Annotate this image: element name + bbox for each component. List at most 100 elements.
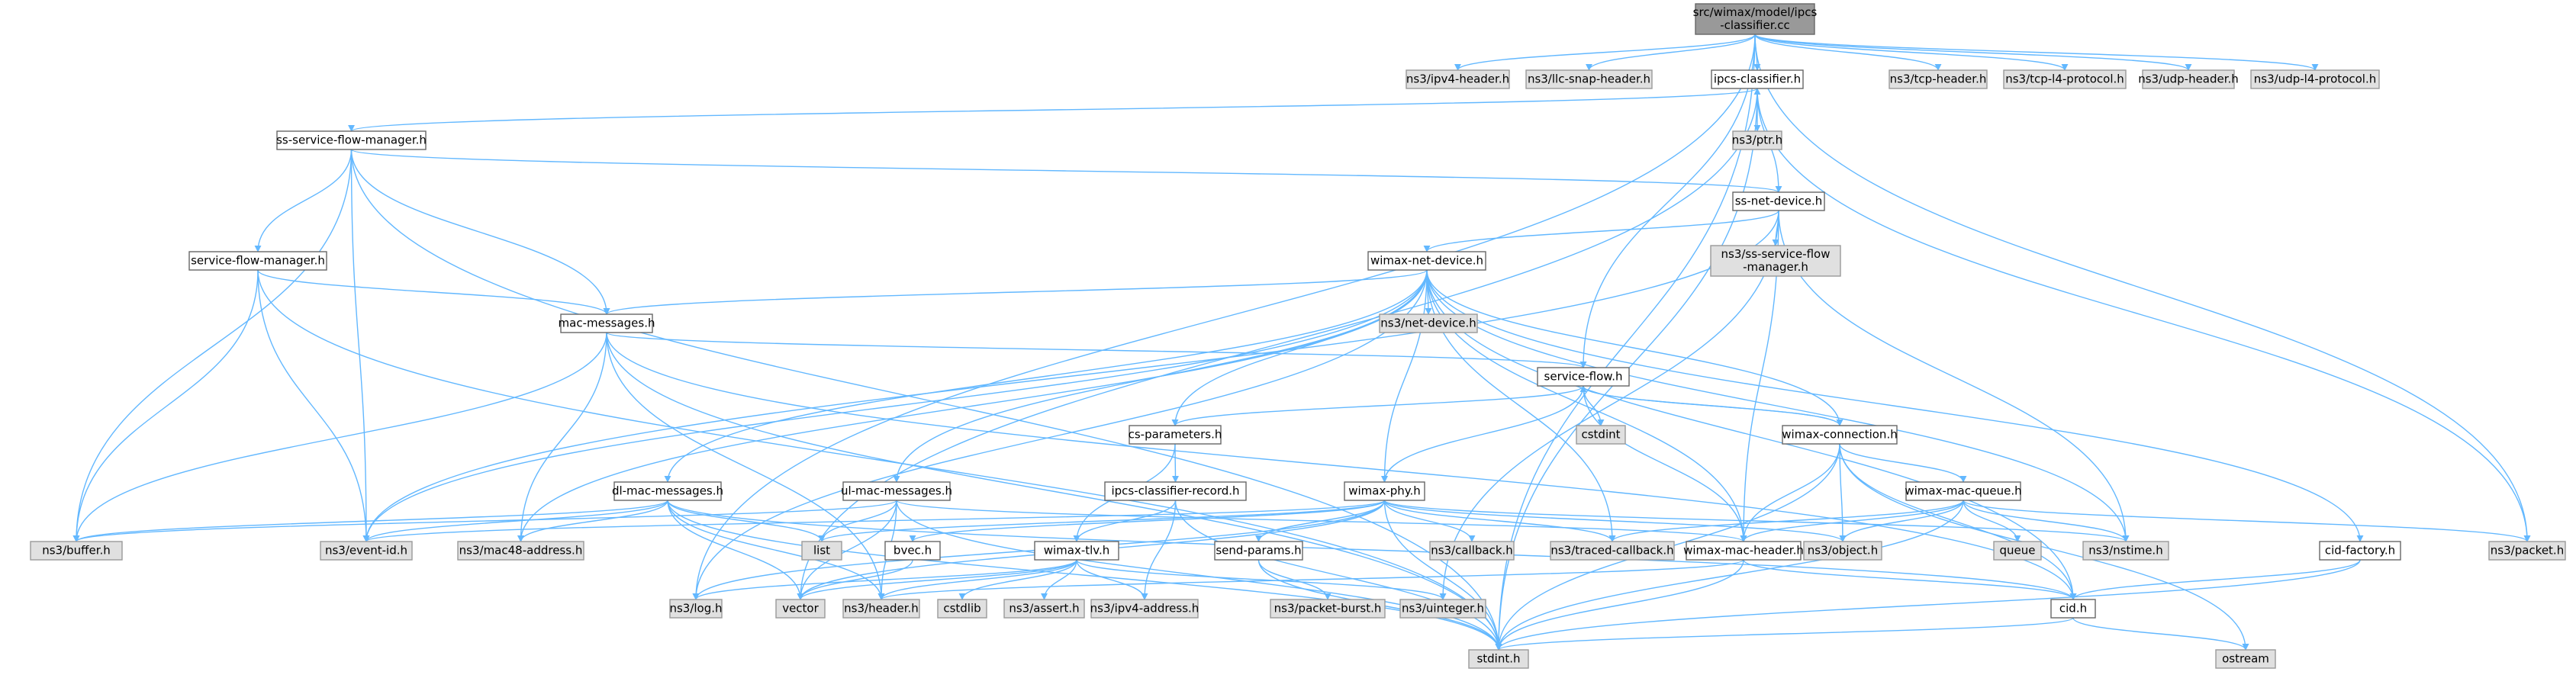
edge-wimaxtlv-to-log (692, 559, 1077, 600)
edge-macmsg-to-stdint (606, 332, 1502, 651)
node-box (1550, 541, 1675, 561)
node-ssnet[interactable]: ss-net-device.h (1732, 191, 1825, 211)
edge-wimaxconn-to-ostream (1839, 443, 2249, 651)
edge-ipcsrec-to-wimaxtlv (1073, 500, 1177, 542)
edge-root-to-log (692, 34, 1756, 600)
edge-cidfactory-to-stdint (1495, 559, 2361, 651)
node-wimaxtlv[interactable]: wimax-tlv.h (1034, 541, 1119, 561)
edge-sflowmgr-to-macmsg (257, 269, 610, 315)
node-wimaxconn[interactable]: wimax-connection.h (1782, 425, 1898, 445)
edge-wimaxnet-to-wimaxconn (1426, 269, 1843, 426)
node-box (2082, 541, 2169, 561)
node-label: ns3/ptr.h (1732, 133, 1782, 147)
node-box (1782, 425, 1898, 445)
edge-wimaxphy-to-traced (1383, 500, 1616, 542)
node-label: vector (782, 602, 819, 616)
node-label: cstdlib (943, 602, 980, 616)
node-dlmac[interactable]: dl-mac-messages.h (612, 481, 723, 501)
node-label: ns3/udp-header.h (2138, 72, 2239, 86)
edge-cid-to-ostream (2072, 617, 2249, 651)
edge-dlmac-to-vector (667, 500, 804, 600)
node-label: cs-parameters.h (1129, 428, 1222, 442)
node-wimaxphy[interactable]: wimax-phy.h (1344, 481, 1425, 501)
node-buffer: ns3/buffer.h (30, 541, 123, 561)
node-label: ipcs-classifier-record.h (1111, 484, 1239, 498)
edge-ipcsrec-to-stdint (1174, 500, 1502, 651)
node-label: mac-messages.h (559, 317, 655, 330)
node-box (1710, 245, 1841, 277)
node-box (1003, 599, 1085, 619)
node-ulmac[interactable]: ul-mac-messages.h (841, 481, 952, 501)
node-llcsnap: ns3/llc-snap-header.h (1525, 69, 1653, 89)
node-box (1686, 541, 1802, 561)
node-list: list (801, 541, 842, 561)
edge-wimaxphy-to-object (1383, 500, 1847, 542)
node-label: ns3/buffer.h (42, 544, 111, 558)
node-ns3ssflow: ns3/ss-service-flow-manager.h (1710, 245, 1841, 277)
node-ipv4hdr: ns3/ipv4-header.h (1406, 69, 1510, 89)
edge-ssflow-to-buffer (72, 149, 353, 542)
node-box (1905, 481, 2021, 501)
node-udpl4: ns3/udp-l4-protocol.h (2250, 69, 2380, 89)
node-box (320, 541, 413, 561)
node-ipcsrec[interactable]: ipcs-classifier-record.h (1104, 481, 1247, 501)
node-sflowmgr[interactable]: service-flow-manager.h (188, 251, 327, 271)
node-box (1576, 425, 1626, 445)
edge-root-to-udpl4 (1754, 34, 2319, 71)
node-uinteger: ns3/uinteger.h (1399, 599, 1486, 619)
node-wimaxq[interactable]: wimax-mac-queue.h (1905, 481, 2022, 501)
edge-wimaxnet-to-log (692, 269, 1428, 600)
node-box (1695, 3, 1815, 35)
node-label: ns3/traced-callback.h (1550, 544, 1673, 558)
node-box (1034, 541, 1119, 561)
edge-wimaxq-to-wimaxmachdr (1740, 500, 1964, 542)
node-box (30, 541, 123, 561)
node-label: ns3/net-device.h (1380, 317, 1476, 330)
edge-wimaxtlv-to-ipv4addr (1076, 559, 1148, 600)
node-box (1525, 69, 1653, 89)
node-box (1468, 649, 1529, 669)
node-callback: ns3/callback.h (1429, 541, 1515, 561)
node-ipv4addr: ns3/ipv4-address.h (1090, 599, 1199, 619)
node-ssflow[interactable]: ss-service-flow-manager.h (276, 130, 427, 150)
node-label: wimax-mac-header.h (1683, 544, 1804, 558)
node-cidfactory[interactable]: cid-factory.h (2319, 541, 2401, 561)
edge-ipcsclass-to-packet (1757, 88, 2531, 542)
node-sendparams[interactable]: send-params.h (1214, 541, 1303, 561)
node-csparams[interactable]: cs-parameters.h (1129, 425, 1222, 445)
node-cstdlib: cstdlib (937, 599, 987, 619)
node-label: wimax-connection.h (1782, 428, 1897, 442)
edge-wimaxnet-to-mac48 (517, 269, 1428, 542)
node-traced: ns3/traced-callback.h (1550, 541, 1675, 561)
node-wimaxnet[interactable]: wimax-net-device.h (1367, 251, 1486, 271)
node-cid[interactable]: cid.h (2050, 599, 2096, 619)
node-label: ns3/udp-l4-protocol.h (2254, 72, 2376, 86)
edge-wimaxq-to-queue (1963, 500, 2021, 542)
node-label: ns3/assert.h (1009, 602, 1079, 616)
edge-ulmac-to-buffer (72, 500, 897, 542)
node-box (613, 481, 722, 501)
node-label: bvec.h (894, 544, 932, 558)
node-sflow[interactable]: service-flow.h (1537, 367, 1630, 387)
edge-wimaxtlv-to-header (877, 559, 1077, 600)
node-label: ns3/mac48-address.h (459, 544, 583, 558)
node-label: wimax-mac-queue.h (1905, 484, 2021, 498)
edge-ssflow-to-eventid (350, 149, 370, 542)
node-label: ns3/packet.h (2491, 544, 2564, 558)
edge-wimaxnet-to-cidfactory (1426, 269, 2364, 542)
node-label: ns3/object.h (1808, 544, 1878, 558)
edge-wimaxmachdr-to-header (877, 559, 1744, 600)
edge-ulmac-to-stdint (896, 500, 1502, 651)
node-macmsg[interactable]: mac-messages.h (559, 313, 655, 333)
edge-macmsg-to-cid (606, 332, 2077, 600)
edge-wimaxconn-to-wimaxmachdr (1740, 443, 1840, 542)
edge-ssnet-to-eventid (362, 210, 1779, 542)
node-bvec[interactable]: bvec.h (884, 541, 941, 561)
node-box (801, 541, 842, 561)
edge-dlmac-to-header (667, 500, 885, 600)
edge-wimaxq-to-stdint (1495, 500, 1964, 651)
node-ipcsclass[interactable]: ipcs-classifier.h (1711, 69, 1804, 89)
node-label: ns3/ipv4-header.h (1406, 72, 1509, 86)
node-wimaxmachdr[interactable]: wimax-mac-header.h (1683, 541, 1804, 561)
edge-ssnet-to-uinteger (1439, 210, 1779, 600)
